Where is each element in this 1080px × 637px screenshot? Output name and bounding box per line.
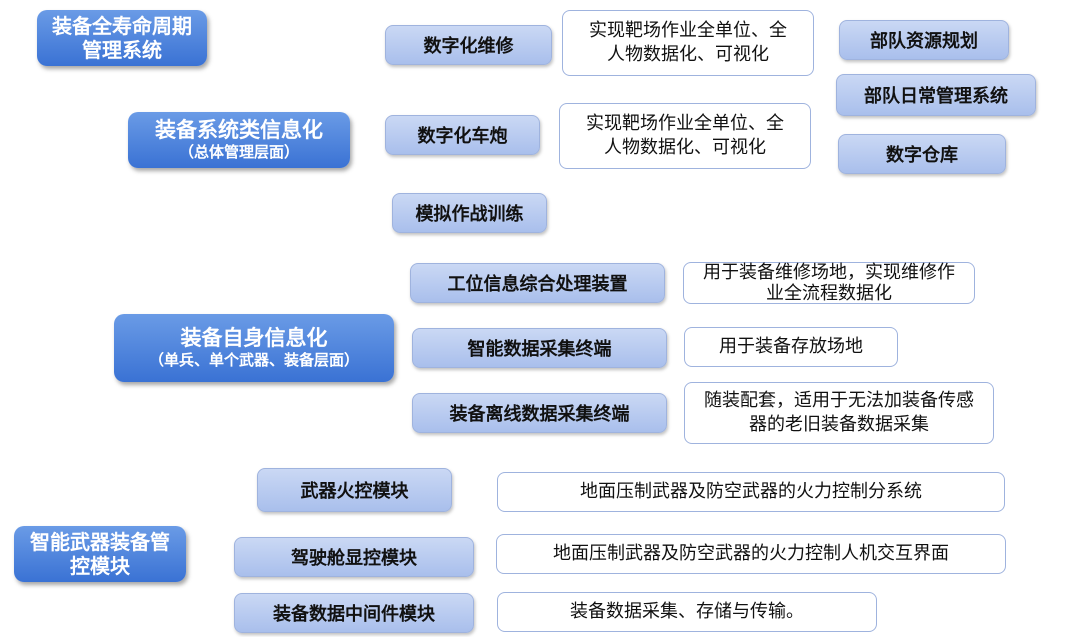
- module-middleware: 装备数据中间件模块: [234, 593, 474, 633]
- module-digital-repair: 数字化维修: [385, 25, 552, 65]
- module-fire-control: 武器火控模块: [257, 468, 452, 512]
- category-label: 装备全寿命周期管理系统: [52, 14, 192, 62]
- module-daily-mgmt: 部队日常管理系统: [836, 74, 1036, 116]
- module-cockpit: 驾驶舱显控模块: [234, 537, 474, 577]
- desc-middleware: 装备数据采集、存储与传输。: [497, 592, 877, 632]
- category-subtitle: （总体管理层面）: [178, 143, 299, 161]
- desc-smart: 用于装备存放场地: [684, 327, 898, 367]
- desc-offline: 随装配套，适用于无法加装备传感器的老旧装备数据采集: [684, 382, 994, 444]
- module-digital-warehouse: 数字仓库: [838, 134, 1006, 174]
- module-digital-vehicle: 数字化车炮: [385, 115, 540, 155]
- category-title: 装备自身信息化: [180, 326, 328, 350]
- module-station-device: 工位信息综合处理装置: [410, 263, 665, 303]
- module-smart-terminal: 智能数据采集终端: [412, 328, 667, 368]
- category-title: 装备系统类信息化: [155, 118, 323, 142]
- category-self: 装备自身信息化（单兵、单个武器、装备层面）: [114, 314, 394, 382]
- desc-station: 用于装备维修场地，实现维修作业全流程数据化: [683, 262, 975, 304]
- desc-repair: 实现靶场作业全单位、全人物数据化、可视化: [562, 10, 814, 76]
- desc-vehicle: 实现靶场作业全单位、全人物数据化、可视化: [559, 103, 811, 169]
- module-sim-training: 模拟作战训练: [392, 193, 547, 233]
- module-resource-planning: 部队资源规划: [839, 20, 1009, 60]
- desc-fire: 地面压制武器及防空武器的火力控制分系统: [497, 472, 1005, 512]
- category-subtitle: （单兵、单个武器、装备层面）: [148, 351, 359, 369]
- category-lifecycle: 装备全寿命周期管理系统: [37, 10, 207, 66]
- category-label: 智能武器装备管控模块: [30, 530, 170, 578]
- module-offline-terminal: 装备离线数据采集终端: [412, 393, 667, 433]
- category-smart: 智能武器装备管控模块: [14, 526, 186, 582]
- category-system: 装备系统类信息化（总体管理层面）: [128, 112, 350, 168]
- desc-cockpit: 地面压制武器及防空武器的火力控制人机交互界面: [496, 534, 1006, 574]
